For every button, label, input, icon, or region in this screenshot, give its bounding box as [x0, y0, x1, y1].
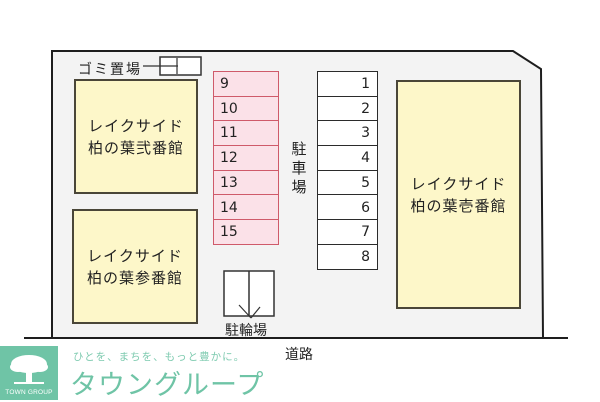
- parking-label-char-3: 場: [291, 178, 307, 196]
- parking-stalls-pink: 9 10 11 12 13 14 15: [213, 71, 279, 246]
- building-2: レイクサイド 柏の葉弐番館: [74, 79, 198, 194]
- building-1-name-line2: 柏の葉壱番館: [410, 196, 507, 215]
- parking-stall-1: 1: [317, 71, 378, 98]
- parking-stall-6: 6: [317, 194, 378, 221]
- building-3-name-line1: レイクサイド: [87, 246, 183, 265]
- parking-stall-7: 7: [317, 219, 378, 246]
- parking-stall-10: 10: [213, 95, 279, 122]
- building-2-name-line1: レイクサイド: [88, 116, 184, 135]
- parking-stall-8: 8: [317, 243, 378, 270]
- building-1-name-line1: レイクサイド: [410, 174, 507, 193]
- parking-stall-13: 13: [213, 169, 279, 196]
- building-1: レイクサイド 柏の葉壱番館: [396, 80, 521, 309]
- building-2-name-line2: 柏の葉弐番館: [87, 138, 184, 157]
- parking-stall-5: 5: [317, 169, 378, 196]
- road-label: 道路: [285, 347, 313, 363]
- town-group-logo: TOWN GROUP: [0, 346, 58, 400]
- parking-stall-3: 3: [317, 120, 378, 147]
- parking-stall-15: 15: [213, 219, 279, 246]
- tree-icon: [10, 355, 48, 384]
- parking-label-char-1: 駐: [291, 140, 307, 158]
- parking-stall-9: 9: [213, 71, 279, 98]
- logo-tagline: ひとを、まちを、もっと豊かに。: [73, 351, 246, 363]
- parking-stall-2: 2: [317, 95, 378, 122]
- parking-stall-14: 14: [213, 194, 279, 221]
- parking-stalls-white: 1 2 3 4 5 6 7 8: [317, 71, 378, 270]
- parking-label-char-2: 車: [291, 159, 307, 177]
- parking-stall-11: 11: [213, 120, 279, 147]
- garbage-area-label: ゴミ置場: [78, 62, 142, 78]
- bicycle-parking-label: 駐輪場: [225, 323, 267, 339]
- building-3-name-line2: 柏の葉参番館: [86, 268, 183, 287]
- parking-stall-12: 12: [213, 145, 279, 172]
- parking-stall-4: 4: [317, 145, 378, 172]
- logo-brand-name: タウングループ: [70, 370, 265, 401]
- building-3: レイクサイド 柏の葉参番館: [72, 209, 198, 324]
- logo-badge-text: TOWN GROUP: [5, 389, 53, 396]
- parking-lot-label: 駐 車 場: [290, 140, 308, 197]
